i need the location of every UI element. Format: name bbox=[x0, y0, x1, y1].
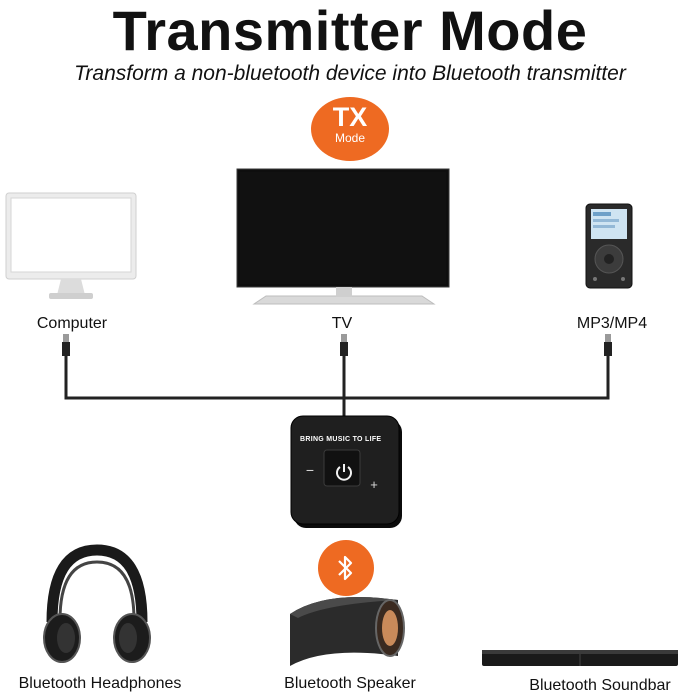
computer-label: Computer bbox=[36, 315, 108, 332]
bluetooth-icon bbox=[338, 555, 353, 581]
power-icon[interactable] bbox=[334, 462, 354, 482]
tv-icon bbox=[236, 168, 450, 305]
device-brand-text: BRING MUSIC TO LIFE bbox=[300, 436, 382, 443]
computer-icon bbox=[5, 192, 137, 299]
soundbar-icon bbox=[482, 650, 678, 666]
jack-plugs bbox=[62, 334, 612, 356]
headphones-label: Bluetooth Headphones bbox=[18, 675, 182, 692]
speaker-label: Bluetooth Speaker bbox=[284, 675, 416, 692]
page-title: Transmitter Mode bbox=[112, 0, 588, 62]
headphones-icon bbox=[43, 544, 151, 663]
speaker-icon bbox=[290, 597, 405, 666]
tx-mode-badge: TX Mode bbox=[311, 97, 389, 161]
mp3-player-icon bbox=[585, 203, 633, 289]
soundbar-label: Bluetooth Soundbar bbox=[529, 677, 671, 694]
tx-badge-bottom: Mode bbox=[334, 131, 366, 145]
page-subtitle: Transform a non-bluetooth device into Bl… bbox=[74, 62, 626, 85]
device-minus-button[interactable]: − bbox=[305, 462, 315, 478]
tv-label: TV bbox=[331, 315, 353, 332]
tx-badge-top: TX bbox=[332, 102, 368, 132]
mp3-label: MP3/MP4 bbox=[576, 315, 648, 332]
device-plus-button[interactable]: + bbox=[370, 477, 378, 492]
